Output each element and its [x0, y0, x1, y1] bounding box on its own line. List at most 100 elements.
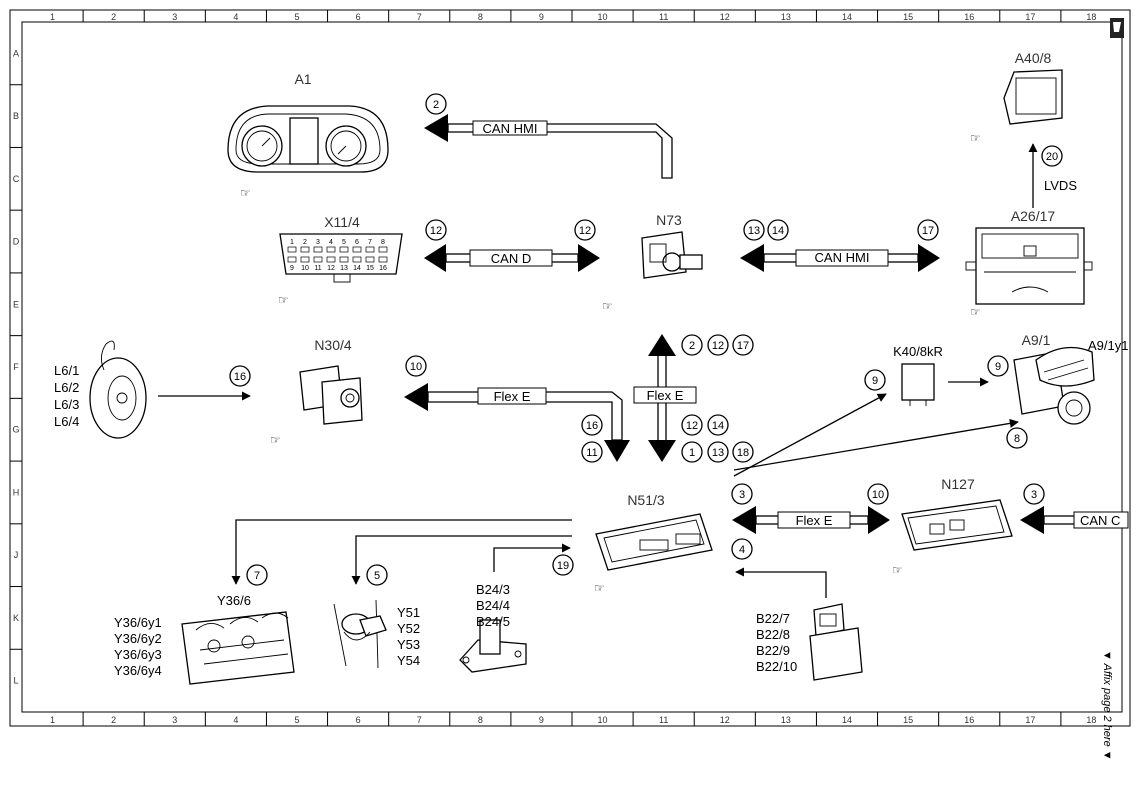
n30-4-esp-unit	[299, 365, 363, 425]
grid-column-label: 9	[539, 12, 544, 22]
label-k40-8kr: K40/8kR	[893, 344, 943, 359]
bus-can-c: CAN C	[1080, 513, 1120, 528]
grid-column-label: 5	[294, 12, 299, 22]
grid-column-label: 14	[842, 12, 852, 22]
affix-page-note: ▼ Affix page 2 here ▼	[1101, 650, 1113, 761]
label-x11-4: X11/4	[324, 214, 360, 230]
a40-8-display	[1003, 69, 1063, 125]
component-label: B22/7	[756, 611, 790, 626]
component-label: L6/1	[54, 363, 79, 378]
connector-pin-number: 13	[340, 265, 348, 272]
grid-row-label: K	[13, 613, 19, 623]
n127-control-unit	[901, 499, 1013, 551]
grid-column-label: 4	[233, 12, 238, 22]
grid-column-label: 2	[111, 12, 116, 22]
b24-to-n51-connection	[493, 543, 571, 572]
grid-row-label: H	[13, 487, 20, 497]
label-a40-8: A40/8	[1015, 50, 1052, 66]
grid-column-label: 1	[50, 715, 55, 725]
grid-row-label: G	[12, 425, 19, 435]
connector-pin-number: 15	[366, 265, 374, 272]
grid-column-label: 2	[111, 715, 116, 725]
grid-row-label: A	[13, 48, 19, 58]
label-a9-1y1: A9/1y1	[1088, 338, 1128, 353]
grid-column-label: 14	[842, 715, 852, 725]
n51-3-control-unit	[595, 513, 713, 571]
y5x-solenoid	[333, 599, 387, 669]
bus-can-hmi-top: CAN HMI	[483, 121, 538, 136]
callout-9-k40: 9	[872, 375, 878, 387]
component-label: Y54	[397, 653, 420, 668]
label-n73: N73	[656, 212, 682, 228]
component-label: B24/3	[476, 582, 510, 597]
reference-icon: ☞	[970, 305, 981, 319]
callout-18-down: 18	[737, 447, 749, 459]
grid-column-label: 1	[50, 12, 55, 22]
connector-pin-number: 1	[290, 239, 294, 246]
grid-row-label: L	[13, 676, 18, 686]
b24-sensor	[459, 619, 527, 673]
callout-16-flex: 16	[586, 420, 598, 432]
grid-column-label: 5	[294, 715, 299, 725]
connector-pin-number: 9	[290, 265, 294, 272]
callout-13: 13	[748, 225, 760, 237]
component-label: Y36/6y4	[114, 663, 162, 678]
component-label: Y36/6y2	[114, 631, 162, 646]
label-a1: A1	[294, 71, 311, 87]
bus-flex-e-vertical: Flex E	[647, 388, 684, 403]
reference-icon: ☞	[270, 433, 281, 447]
n51-to-a9-connection	[733, 418, 1019, 471]
callout-17-up: 17	[737, 340, 749, 352]
y36-6-valve-block	[181, 611, 295, 685]
callout-8: 8	[1014, 433, 1020, 445]
grid-row-label: C	[13, 174, 20, 184]
affix-note: ▼ Affix page 2 here ▼	[1101, 650, 1113, 761]
connector-pin-number: 5	[342, 239, 346, 246]
grid-column-label: 10	[598, 715, 608, 725]
connector-pin-number: 16	[379, 265, 387, 272]
can-hmi-top-bus	[424, 114, 673, 179]
grid-column-label: 17	[1025, 12, 1035, 22]
connector-pin-number: 2	[303, 239, 307, 246]
component-label: L6/2	[54, 380, 79, 395]
component-label: B22/8	[756, 627, 790, 642]
label-n127: N127	[941, 476, 975, 492]
callout-13-down: 13	[712, 447, 724, 459]
label-a9-1: A9/1	[1022, 332, 1051, 348]
grid-column-label: 13	[781, 715, 791, 725]
connector-pin-number: 7	[368, 239, 372, 246]
grid-column-label: 18	[1086, 715, 1096, 725]
bus-flex-e-left: Flex E	[494, 389, 531, 404]
grid-row-label: J	[14, 550, 19, 560]
bus-can-hmi-right: CAN HMI	[815, 250, 870, 265]
grid-column-label: 6	[356, 715, 361, 725]
bus-lvds: LVDS	[1044, 178, 1077, 193]
grid-column-label: 10	[598, 12, 608, 22]
grid-column-label: 6	[356, 12, 361, 22]
callout-14: 14	[772, 225, 784, 237]
component-label: Y36/6y1	[114, 615, 162, 630]
component-label: B24/4	[476, 598, 510, 613]
connector-pin-number: 14	[353, 265, 361, 272]
bus-can-d: CAN D	[491, 251, 531, 266]
connector-pin-number: 4	[329, 239, 333, 246]
grid-column-label: 7	[417, 715, 422, 725]
n51-to-k40-connection	[733, 393, 887, 477]
component-label: B22/9	[756, 643, 790, 658]
grid-column-label: 15	[903, 12, 913, 22]
callout-3-can-c: 3	[1031, 489, 1037, 501]
grid-column-label: 3	[172, 715, 177, 725]
n51-to-y5x-connection	[351, 535, 572, 585]
callout-4: 4	[739, 544, 745, 556]
callout-12-right: 12	[579, 225, 591, 237]
callout-1-down: 1	[689, 447, 695, 459]
grid-column-label: 3	[172, 12, 177, 22]
grid-row-label: D	[13, 237, 20, 247]
callout-12-left: 12	[430, 225, 442, 237]
